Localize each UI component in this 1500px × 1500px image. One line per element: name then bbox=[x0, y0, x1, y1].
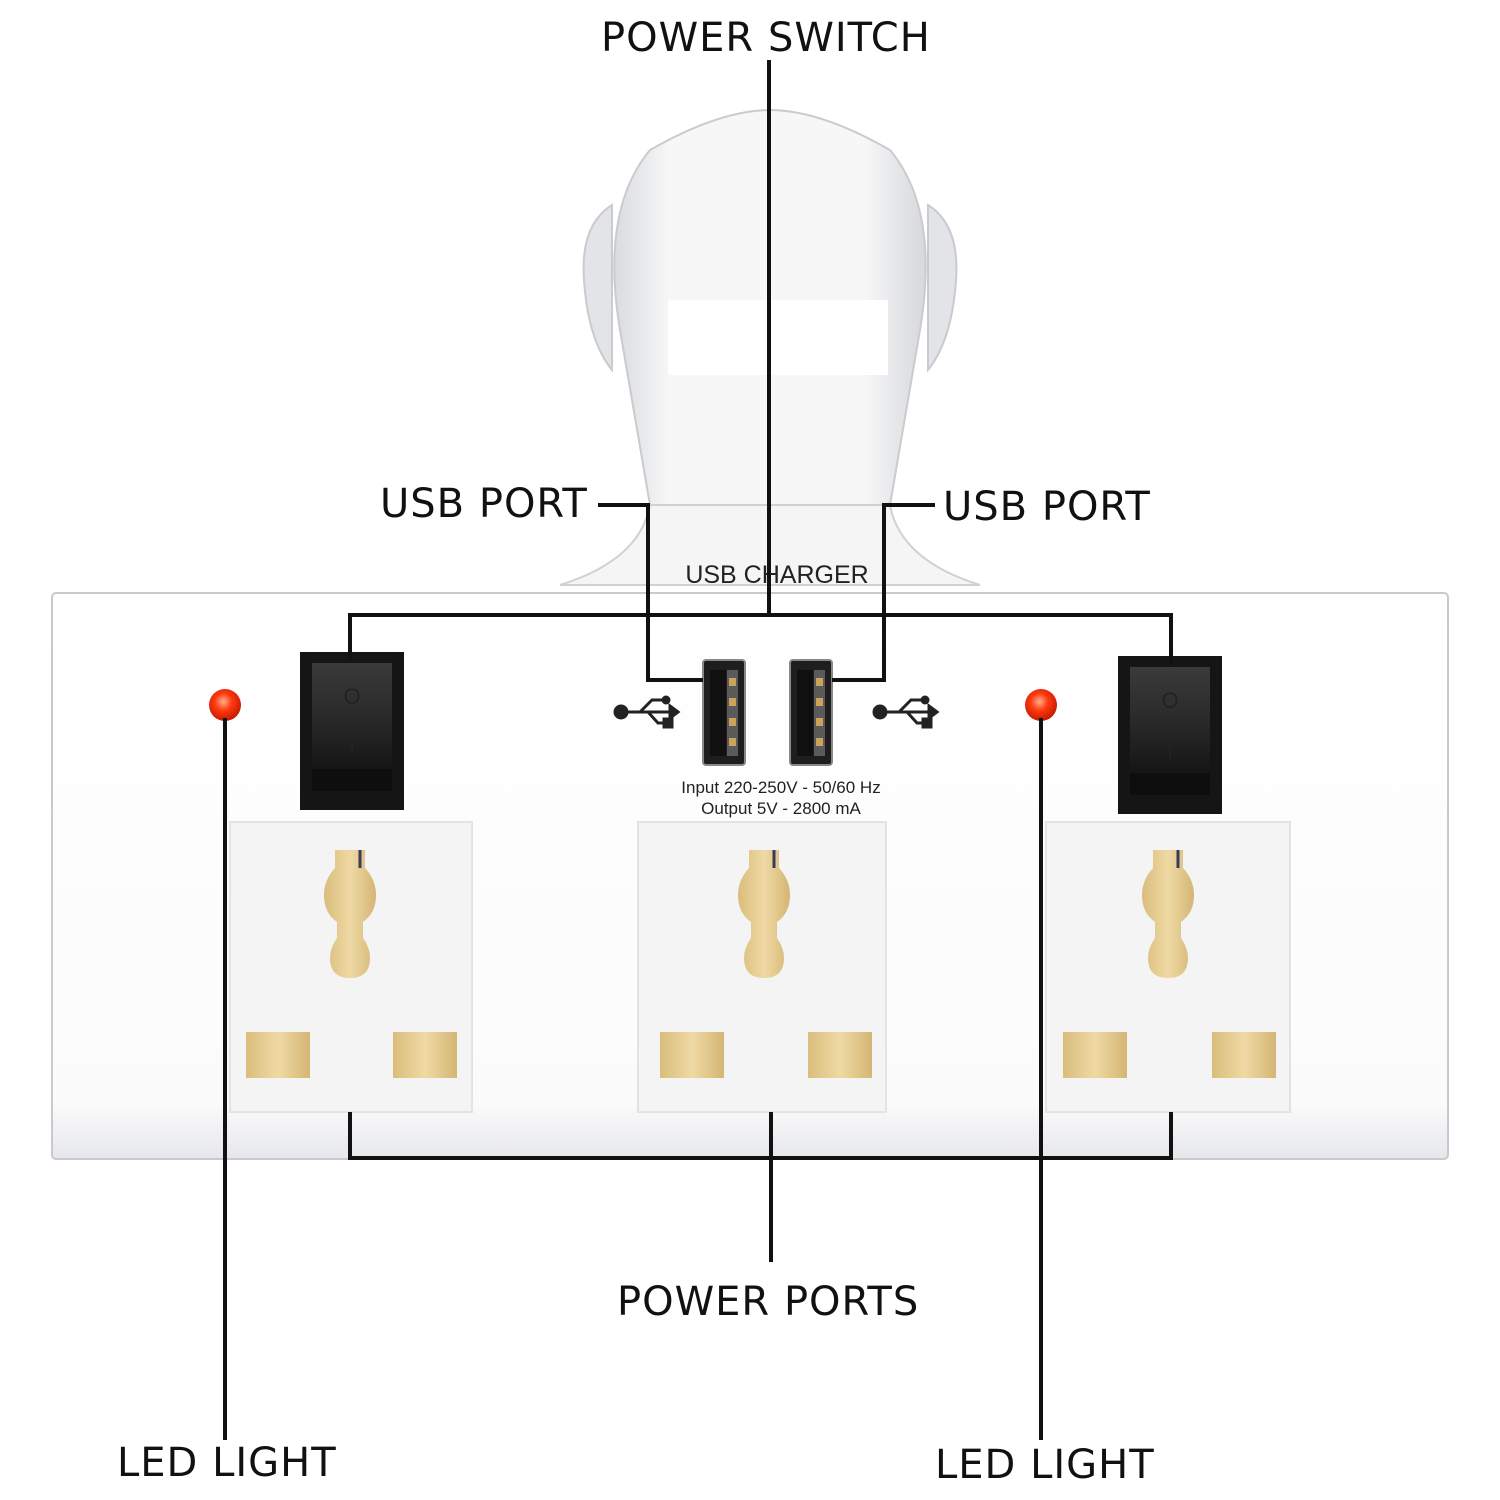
usb-port-left[interactable] bbox=[702, 659, 746, 766]
label-led-light-right: LED LIGHT bbox=[935, 1442, 1155, 1488]
output-spec-text: Output 5V - 2800 mA bbox=[701, 799, 861, 818]
switch-off-mark: O bbox=[1161, 688, 1178, 713]
label-usb-port-right: USB PORT bbox=[943, 484, 1151, 530]
leader-lines bbox=[223, 60, 1173, 1440]
leader-usb-right bbox=[832, 503, 935, 682]
usb-symbol-icon-right bbox=[872, 695, 940, 729]
led-light-left bbox=[209, 689, 241, 721]
label-led-light-left: LED LIGHT bbox=[117, 1440, 337, 1486]
power-switch-right[interactable]: O I bbox=[1118, 656, 1222, 814]
switch-off-mark: O bbox=[343, 684, 360, 709]
input-spec-text: Input 220-250V - 50/60 Hz bbox=[681, 778, 880, 797]
switch-on-mark: I bbox=[349, 734, 355, 759]
usb-symbol-icon-left bbox=[613, 695, 681, 729]
power-switch-left[interactable]: O I bbox=[300, 652, 404, 810]
power-socket-right[interactable] bbox=[1045, 821, 1291, 1113]
switch-on-mark: I bbox=[1167, 738, 1173, 763]
label-power-switch: POWER SWITCH bbox=[601, 15, 931, 61]
leader-power-ports bbox=[348, 1112, 1173, 1160]
label-usb-port-left: USB PORT bbox=[380, 481, 588, 527]
led-light-right bbox=[1025, 689, 1057, 721]
power-socket-left[interactable] bbox=[229, 821, 473, 1113]
leader-power-switch-branch bbox=[348, 613, 1173, 665]
power-socket-center[interactable] bbox=[637, 821, 887, 1113]
usb-charger-text: USB CHARGER bbox=[685, 561, 868, 589]
leader-usb-left bbox=[598, 503, 703, 682]
label-power-ports: POWER PORTS bbox=[617, 1279, 920, 1325]
usb-port-right[interactable] bbox=[789, 659, 833, 766]
